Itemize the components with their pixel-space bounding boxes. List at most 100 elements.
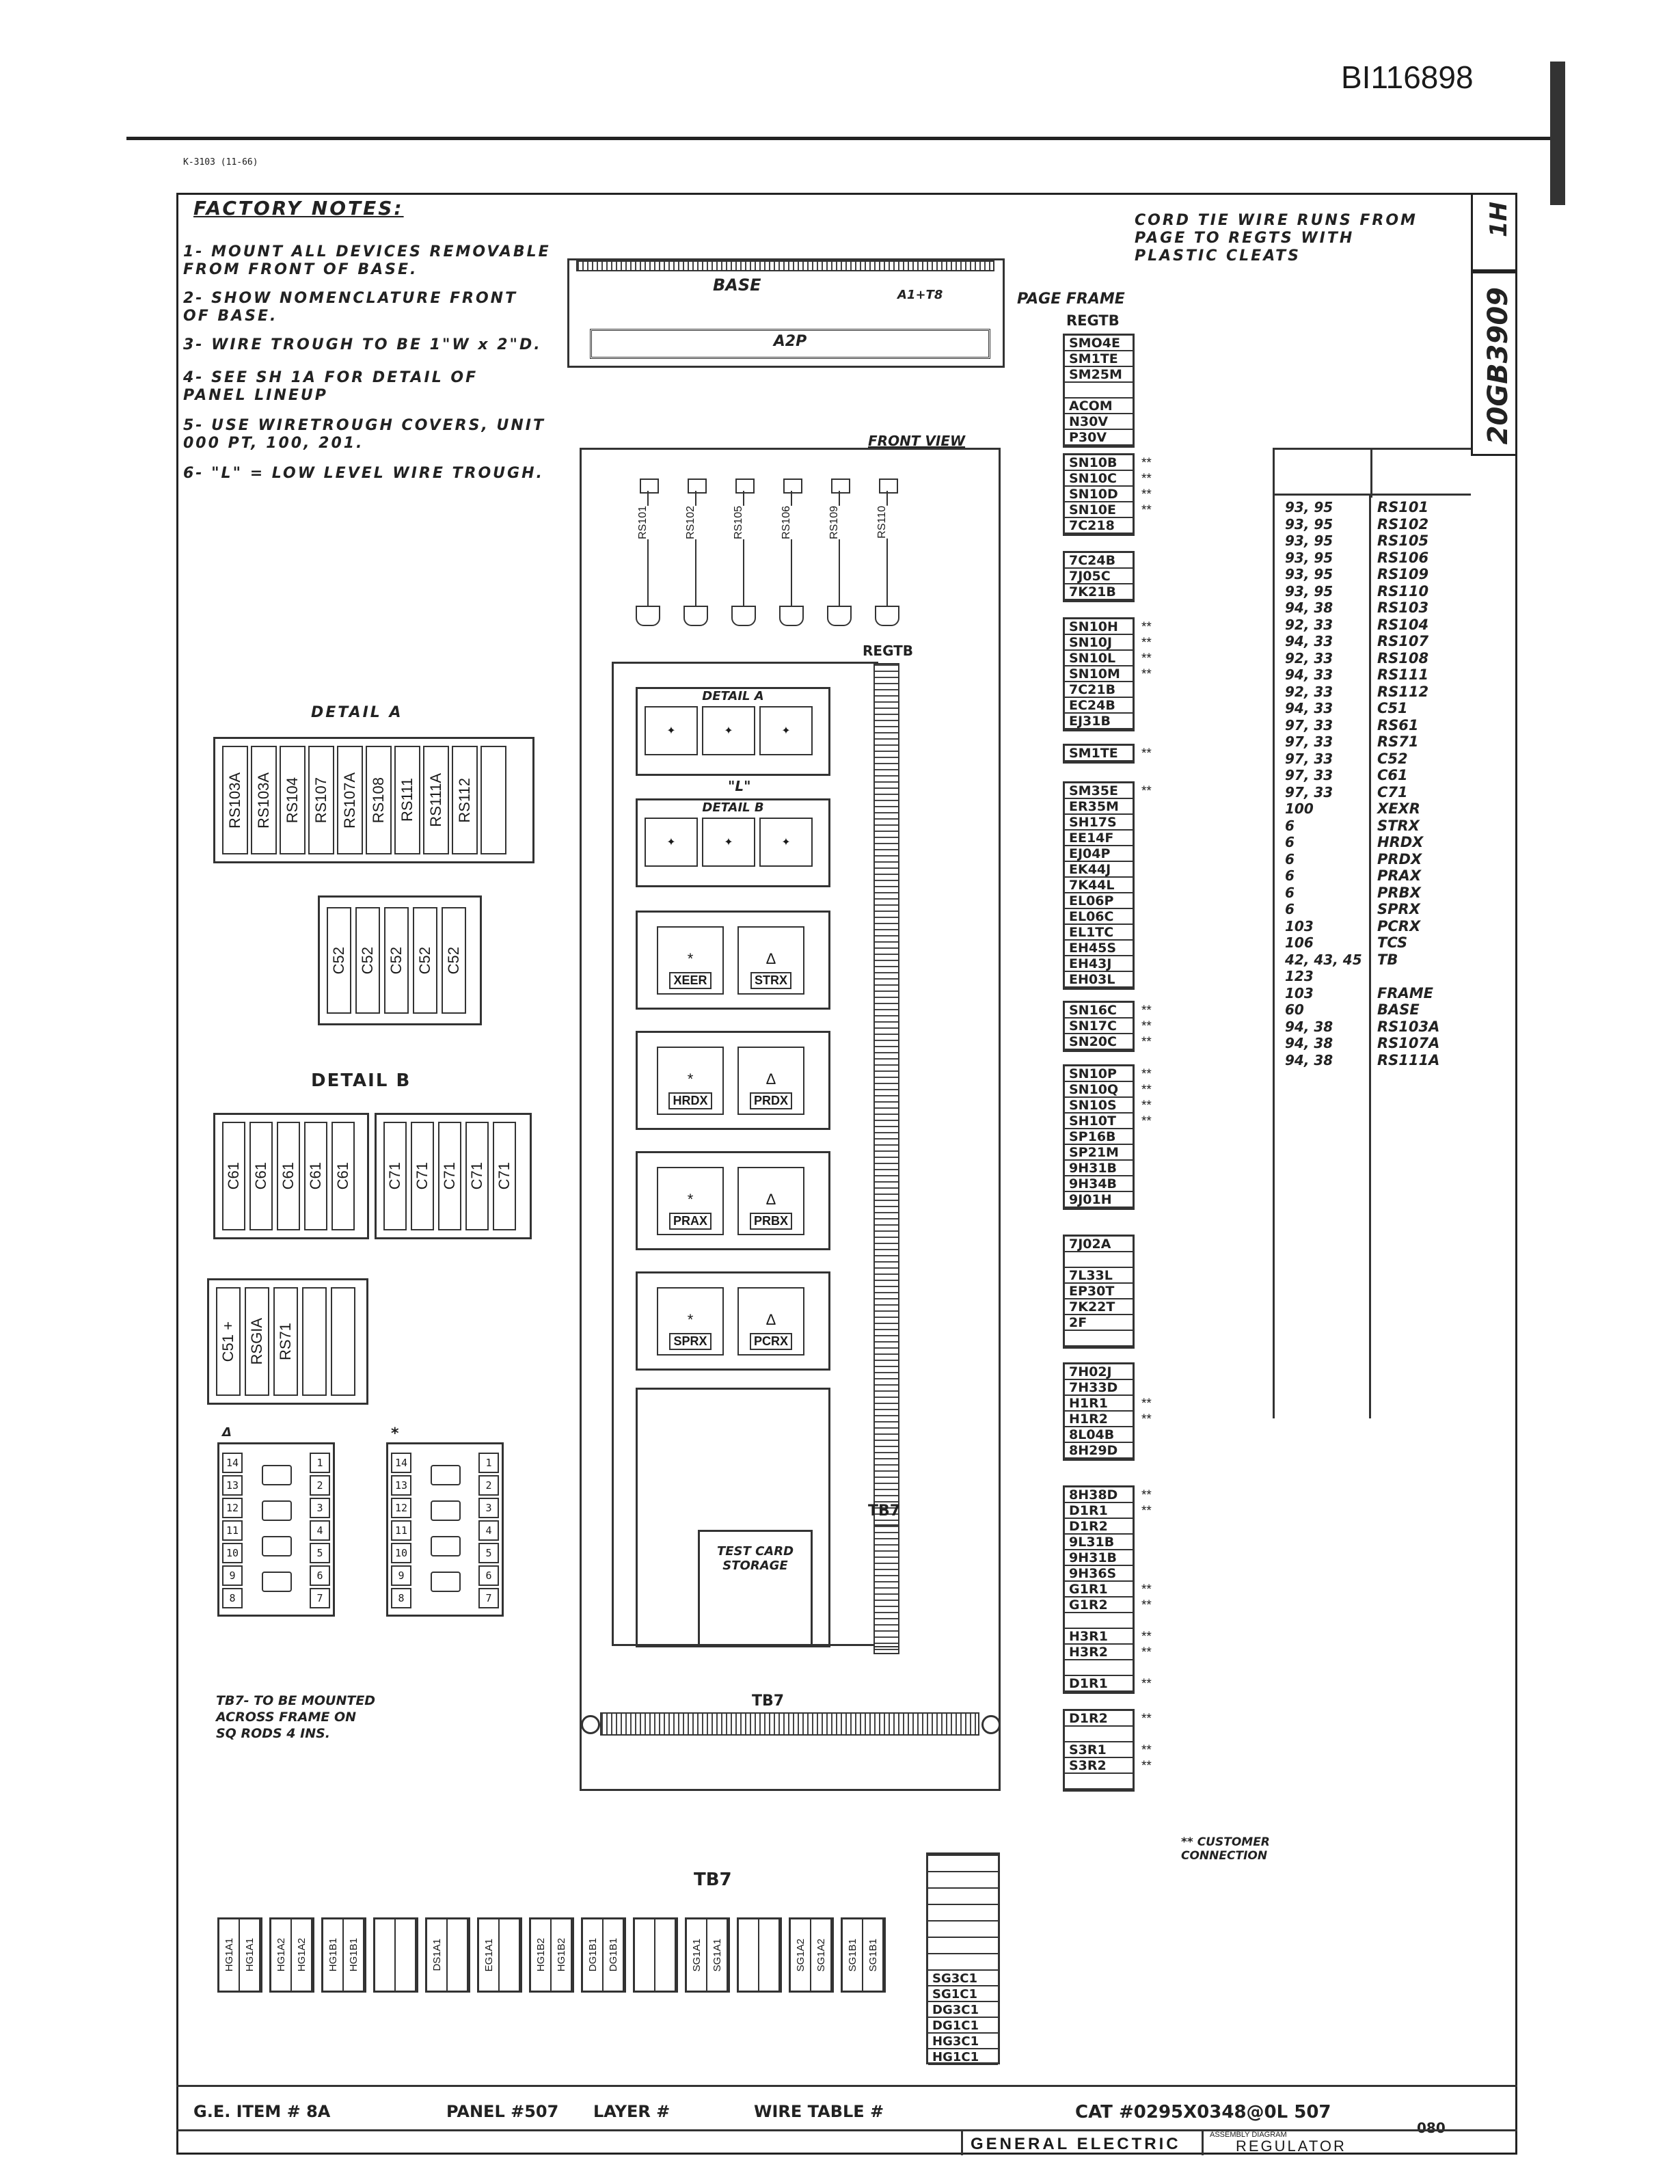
resistor-label: RS109: [828, 506, 841, 539]
terminal-group: D1R2**S3R1**S3R2**: [1063, 1709, 1152, 1792]
terminal-tag: D1R2: [1065, 1711, 1133, 1727]
terminal-tag: 7K22T: [1065, 1299, 1133, 1315]
tb7-terminal: HG1B2: [531, 1919, 552, 1991]
terminal-group: SM1TE**: [1063, 744, 1152, 764]
device-label: XEER: [669, 972, 712, 989]
front-resistor: RS109: [827, 478, 852, 629]
wire-table-numbers: 42, 43, 45: [1285, 951, 1362, 968]
wire-table-header-divider: [1370, 450, 1372, 498]
resistor-label: RS106: [781, 506, 793, 539]
base-terminal-rail: [576, 260, 994, 271]
terminal-tag: H1R1: [1065, 1396, 1133, 1412]
wire-table-device: RS107: [1377, 633, 1429, 649]
customer-connection-marker: **: [1141, 1019, 1152, 1034]
relay-device: *PRAX: [657, 1167, 724, 1235]
terminal-tag: EL06C: [1065, 909, 1133, 925]
tb7-terminal: DG1B1: [604, 1919, 624, 1991]
part-label: C71: [496, 1162, 513, 1190]
document-id: BI116898: [1341, 59, 1474, 95]
coil-symbol: [431, 1572, 461, 1592]
coil-symbol: [262, 1536, 292, 1556]
terminal-tag: H3R2: [1065, 1645, 1133, 1660]
company-name: GENERAL ELECTRIC: [971, 2135, 1181, 2153]
part-card: RS111: [394, 746, 420, 854]
terminal-tag: [1065, 1252, 1133, 1268]
detail-a-module: ✦: [645, 706, 698, 755]
wire-table-device: SPRX: [1377, 901, 1420, 917]
part-label: RS71: [277, 1322, 294, 1361]
terminal-tag: D1R1: [1065, 1676, 1133, 1692]
wire-table-device: RS105: [1377, 532, 1429, 549]
part-card: C71: [465, 1122, 489, 1230]
wire-table-numbers: 94, 38: [1285, 1018, 1333, 1035]
wire-table-device: RS102: [1377, 515, 1429, 532]
wire-table-numbers: 93, 95: [1285, 582, 1333, 599]
wire-table-device: RS101: [1377, 499, 1429, 515]
terminal-tag: 7K44L: [1065, 878, 1133, 893]
small-terminal-block-spare: [928, 1855, 998, 1971]
detail-b-module: ✦: [645, 818, 698, 867]
part-label: C52: [359, 946, 376, 975]
drawing-title: REGULATOR: [1236, 2138, 1346, 2155]
part-card: C71: [411, 1122, 434, 1230]
tb7-terminal: DG1B1: [583, 1919, 604, 1991]
customer-connection-marker: **: [1141, 1098, 1152, 1113]
socket-pin-number: 14: [222, 1453, 243, 1473]
terminal-tag: SN10C: [1065, 471, 1133, 487]
wire-table-numbers: 100: [1285, 800, 1314, 817]
panel-number: PANEL #507: [446, 2102, 559, 2121]
socket-pin-number: 2: [310, 1475, 330, 1496]
part-card: C71: [383, 1122, 407, 1230]
small-terminal-tag: SG3C1: [928, 1971, 998, 1986]
customer-connection-marker: **: [1141, 472, 1152, 486]
tb7-terminal-label: HG1B2: [555, 1938, 567, 1972]
tb7-rail-left-mount: [581, 1715, 600, 1734]
customer-connection-marker: **: [1141, 456, 1152, 470]
terminal-tag: SN10D: [1065, 487, 1133, 502]
tb7-note: TB7- TO BE MOUNTED ACROSS FRAME ON SQ RO…: [216, 1693, 376, 1741]
tb7-terminal-label: SG1A1: [690, 1938, 703, 1972]
front-resistor: RS110: [875, 478, 899, 629]
wire-table-numbers: 93, 95: [1285, 515, 1333, 532]
delta-icon: Δ: [766, 1070, 776, 1088]
customer-connection-marker: **: [1141, 1412, 1152, 1427]
terminal-tag: EH43J: [1065, 956, 1133, 972]
wire-table-numbers: 6: [1285, 867, 1295, 884]
part-card: C61: [222, 1122, 245, 1230]
wire-table-device: RS61: [1377, 716, 1419, 733]
resistor-label: RS102: [685, 506, 697, 539]
part-card: C61: [277, 1122, 300, 1230]
tb7-terminal: [635, 1919, 655, 1991]
terminal-tag: SN10S: [1065, 1098, 1133, 1114]
socket-pin-number: 8: [391, 1588, 411, 1608]
customer-connection-marker: **: [1141, 1114, 1152, 1129]
customer-connection-marker: **: [1141, 746, 1152, 761]
wire-table-device: BASE: [1377, 1001, 1420, 1018]
customer-connection-marker: **: [1141, 1759, 1152, 1773]
terminal-tag: ACOM: [1065, 399, 1133, 414]
terminal-tag: 9H31B: [1065, 1161, 1133, 1176]
low-level-mark: "L": [728, 778, 751, 794]
socket-pin-number: 1: [310, 1453, 330, 1473]
part-card: C71: [493, 1122, 516, 1230]
tb7-terminal-label: HG1A2: [275, 1938, 287, 1972]
wire-table-device: RS106: [1377, 549, 1429, 566]
part-label: C71: [386, 1162, 403, 1190]
part-label: C71: [441, 1162, 458, 1190]
device-label: PRBX: [749, 1213, 792, 1230]
part-card: C71: [438, 1122, 461, 1230]
